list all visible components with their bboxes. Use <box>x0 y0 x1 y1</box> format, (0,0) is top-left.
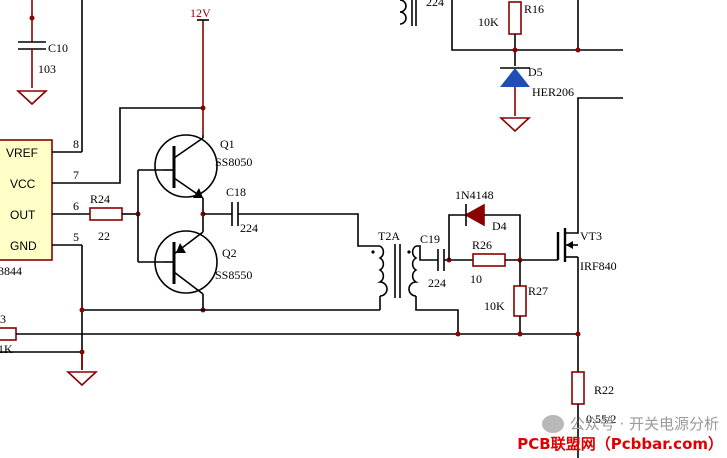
r26-value: 10 <box>470 272 482 286</box>
left-res-value: 1K <box>0 342 13 356</box>
q1-ref: Q1 <box>220 137 235 151</box>
transformer-t2a: T2A <box>371 229 419 298</box>
mosfet-vt3: VT3 IRF840 <box>556 218 617 273</box>
q2-ref: Q2 <box>222 246 237 260</box>
capacitor-c18: C18 224 <box>226 185 258 235</box>
pin-number-8: 8 <box>73 137 79 151</box>
ground-symbol-c10 <box>15 90 49 106</box>
diode-d5: D5 HER206 <box>500 65 574 99</box>
vt3-part: IRF840 <box>580 259 617 273</box>
pin-vcc: VCC <box>10 177 36 191</box>
r24-ref: R24 <box>90 192 110 206</box>
q2-part: SS8550 <box>215 268 252 282</box>
r16-ref: R16 <box>524 2 544 16</box>
r22-ref: R22 <box>594 383 614 397</box>
r27-value: 10K <box>484 299 505 313</box>
resistor-r27: R27 10K <box>484 284 548 317</box>
r26-ref: R26 <box>472 238 492 252</box>
pin-gnd: GND <box>10 239 37 253</box>
d4-part: 1N4148 <box>455 188 494 202</box>
capacitor-c19: C19 224 <box>420 232 446 290</box>
pin-number-7: 7 <box>73 168 79 182</box>
r24-value: 22 <box>98 229 110 243</box>
left-res-ref: 3 <box>0 312 6 326</box>
c19-value: 224 <box>428 276 446 290</box>
resistor-r24: R24 22 <box>89 192 123 243</box>
pin-out: OUT <box>10 208 36 222</box>
resistor-left-fragment: 3 1K <box>0 312 17 356</box>
c10-value: 103 <box>38 62 56 76</box>
watermark: 公众号 · 开关电源分析 <box>541 413 719 434</box>
diode-d4: 1N4148 D4 <box>455 188 507 233</box>
footer-tag[interactable]: PCB联盟网（Pcbbar.com） <box>517 435 723 453</box>
pin-vref: VREF <box>6 146 38 160</box>
c19-ref: C19 <box>420 232 440 246</box>
t2a-ref: T2A <box>378 229 400 243</box>
pin-number-5: 5 <box>73 230 79 244</box>
resistor-r16: R16 10K <box>478 1 544 35</box>
capacitor-c10: C10 103 <box>18 0 68 88</box>
transformer-top-fragment <box>399 0 417 26</box>
c18-value: 224 <box>240 221 258 235</box>
transistor-q1: Q1 SS8050 <box>154 134 252 199</box>
q1-part: SS8050 <box>215 155 252 169</box>
power-label-12v: 12V <box>190 6 211 20</box>
ic-3844: VREF VCC OUT GND 3844 <box>0 139 53 278</box>
watermark-text: 公众号 · 开关电源分析 <box>569 415 719 433</box>
vt3-ref: VT3 <box>580 229 602 243</box>
r27-ref: R27 <box>528 284 548 298</box>
c18-ref: C18 <box>226 185 246 199</box>
r22-value: 0.55/2 <box>586 412 616 426</box>
top-cap-value: 224 <box>426 0 444 9</box>
r16-value: 10K <box>478 15 499 29</box>
ic-part: 3844 <box>0 264 22 278</box>
ground-symbol-main <box>65 371 99 387</box>
d5-part: HER206 <box>532 85 574 99</box>
c10-ref: C10 <box>48 41 68 55</box>
resistor-r26: R26 10 <box>470 238 506 286</box>
transistor-q2: Q2 SS8550 <box>154 230 252 295</box>
d4-ref: D4 <box>492 219 507 233</box>
d5-ref: D5 <box>528 65 543 79</box>
ground-symbol-d5 <box>498 117 532 133</box>
wechat-icon <box>541 414 564 433</box>
pin-number-6: 6 <box>73 199 79 213</box>
